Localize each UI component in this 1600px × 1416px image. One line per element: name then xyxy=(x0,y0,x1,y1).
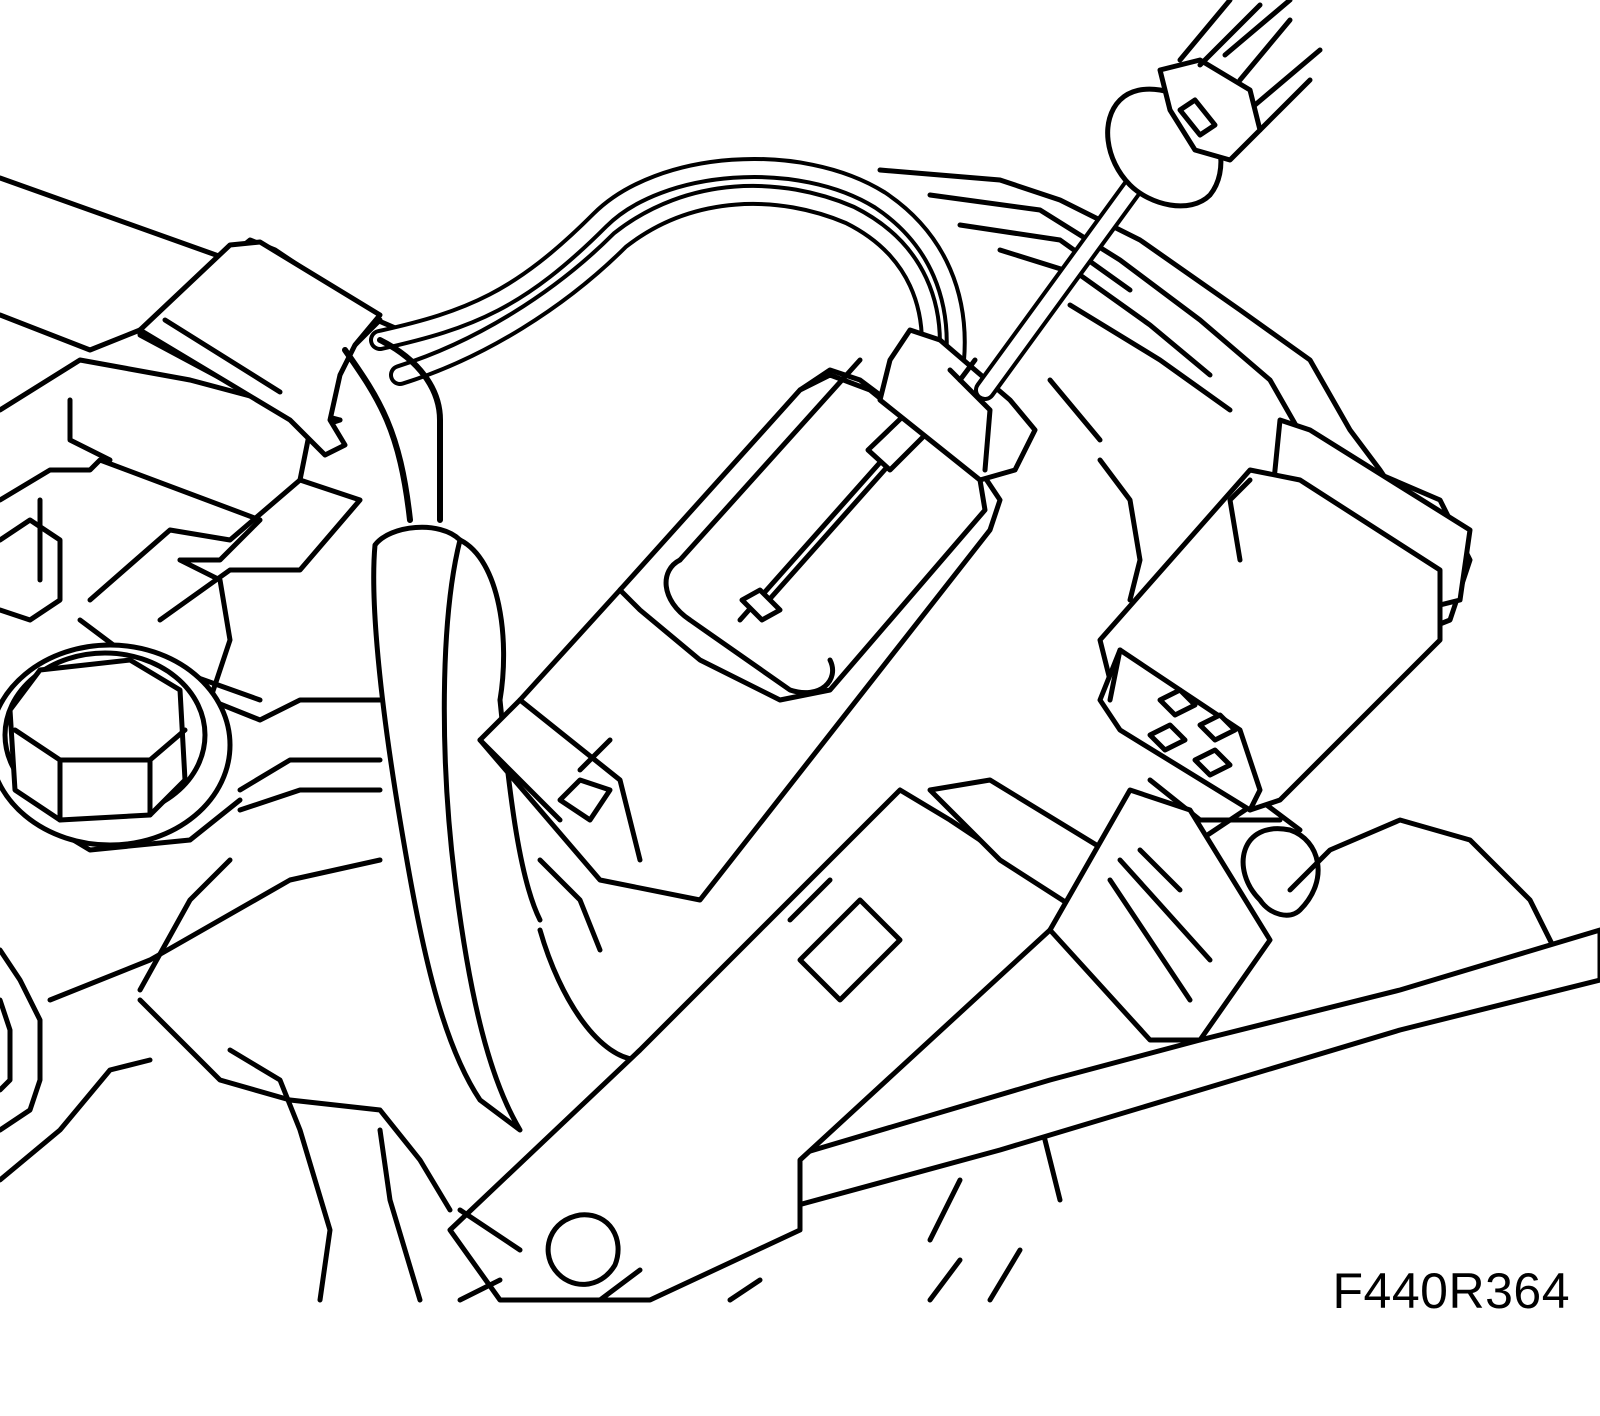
pliers xyxy=(447,777,1600,1303)
four-pin-connector xyxy=(1097,417,1473,813)
wiring-harness xyxy=(342,157,967,523)
sheathed-cable xyxy=(371,524,643,1133)
figure-reference-code: F440R364 xyxy=(1332,1263,1570,1319)
hex-bolt xyxy=(0,642,233,848)
inline-connector xyxy=(477,327,1038,953)
release-tool xyxy=(974,0,1323,401)
mounting-bracket xyxy=(0,175,1063,1303)
harness-clip xyxy=(137,239,383,458)
